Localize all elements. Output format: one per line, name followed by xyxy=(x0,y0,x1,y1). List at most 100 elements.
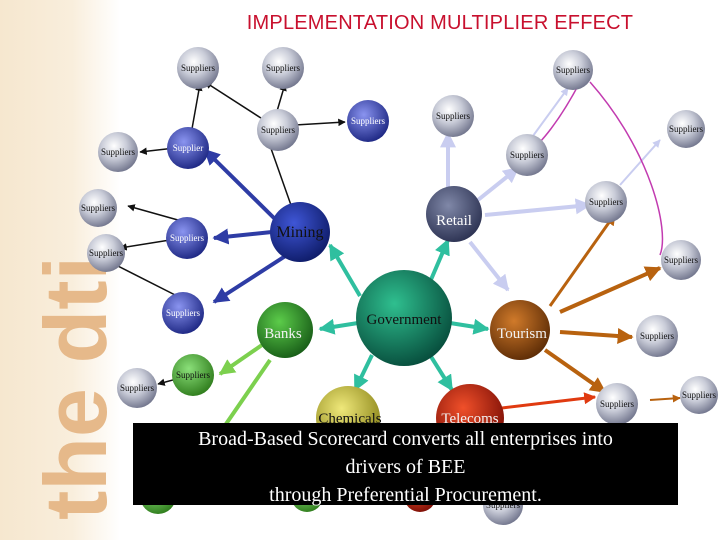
caption-box: Broad-Based Scorecard converts all enter… xyxy=(133,423,678,506)
retail-supplier-lav-2 xyxy=(476,166,520,202)
retail-supplier-lav-5 xyxy=(529,87,569,141)
supplier-label: Suppliers xyxy=(120,383,154,393)
supplier-bubble: Suppliers xyxy=(636,315,678,357)
supplier-label: Suppliers xyxy=(436,111,470,121)
brand-wordmark: the dti xyxy=(26,256,125,520)
supplier-label: Suppliers xyxy=(486,500,520,510)
supplier-bubble-shape xyxy=(585,181,627,223)
supplier-link-6 xyxy=(127,204,186,223)
caption-line-2: drivers of BEE xyxy=(345,456,466,478)
supplier-label: Suppliers xyxy=(266,63,300,73)
retail-supplier-lav-4 xyxy=(468,240,510,292)
supplier-bubble: Suppliers xyxy=(162,292,204,334)
supplier-bubble: Suppliers xyxy=(177,47,219,89)
mining-supplier-blue-1 xyxy=(203,148,280,224)
supplier-bubble: Suppliers xyxy=(596,383,638,425)
hub-banks: Banks xyxy=(257,302,313,358)
supplier-label: Suppliers xyxy=(664,255,698,265)
brand-logo: the dti xyxy=(26,256,125,520)
svg-text:Retail: Retail xyxy=(436,213,472,229)
supplier-bubble: Suppliers xyxy=(432,95,474,137)
supplier-bubble: Suppliers xyxy=(172,354,214,396)
supplier-bubble: Suppliers xyxy=(661,240,701,280)
supplier-bubble: Suppliers xyxy=(98,132,138,172)
tourism-supplier-2 xyxy=(559,328,634,344)
telecoms-supplier-1 xyxy=(501,392,597,410)
hub-tourism: Tourism xyxy=(490,300,550,360)
supplier-label: Suppliers xyxy=(589,197,623,207)
supplier-bubble: Suppliers xyxy=(79,189,117,227)
gov-retail-arrow xyxy=(428,238,450,283)
hub-mining: Mining xyxy=(270,202,330,262)
page-title: IMPLEMENTATION MULTIPLIER EFFECT xyxy=(246,12,634,34)
supplier-bubble-shape xyxy=(636,315,678,357)
supplier-label: Suppliers xyxy=(261,125,295,135)
supplier-label: Suppliers xyxy=(176,370,210,380)
supplier-link-7 xyxy=(119,239,171,251)
supplier-label: Suppliers xyxy=(81,203,115,213)
supplier-bubble: Suppliers xyxy=(680,376,718,414)
supplier-bubble: Suppliers xyxy=(506,134,548,176)
gov-tourism-arrow xyxy=(449,318,490,335)
gov-chemicals-arrow xyxy=(353,354,374,392)
supplier-bubble-shape xyxy=(98,132,138,172)
gov-banks-arrow xyxy=(318,318,359,335)
curve-link-1 xyxy=(589,81,664,256)
supplier-label: Suppliers xyxy=(101,147,135,157)
supplier-bubble: Suppliers xyxy=(117,368,157,408)
retail-supplier-lav-6 xyxy=(619,139,661,186)
supplier-bubble-shape xyxy=(661,240,701,280)
gov-mining-arrow xyxy=(328,243,362,298)
supplier-label: Supplier xyxy=(173,143,204,153)
mining-supplier-blue-3 xyxy=(212,253,289,304)
supplier-link-3 xyxy=(294,118,346,127)
mining-supplier-arrow xyxy=(266,139,293,209)
tourism-supplier-3 xyxy=(543,348,607,394)
supplier-bubble: Suppliers xyxy=(667,110,705,148)
supplier-bubble-shape xyxy=(79,189,117,227)
supplier-label: Suppliers xyxy=(669,124,703,134)
supplier-label: Suppliers xyxy=(640,331,674,341)
supplier-link-8 xyxy=(109,261,186,301)
svg-text:Mining: Mining xyxy=(276,224,323,241)
supplier-bubble: Supplier xyxy=(167,127,209,169)
supplier-bubble-shape xyxy=(87,234,125,272)
supplier-bubble-shape xyxy=(117,368,157,408)
supplier-label: Suppliers xyxy=(682,390,716,400)
supplier-bubble-shape xyxy=(262,47,304,89)
tourism-supplier-1 xyxy=(559,266,662,314)
supplier-label: Suppliers xyxy=(89,248,123,258)
hub-government: Government xyxy=(356,270,452,366)
supplier-bubble-shape xyxy=(172,354,214,396)
svg-text:Banks: Banks xyxy=(264,326,302,342)
mining-supplier-blue-2 xyxy=(212,228,273,245)
supplier-bubble: Suppliers xyxy=(262,47,304,89)
supplier-bubble-shape xyxy=(167,127,209,169)
supplier-bubble-shape xyxy=(506,134,548,176)
supplier-label: Suppliers xyxy=(510,150,544,160)
supplier-link-1 xyxy=(204,81,265,121)
supplier-bubble: Suppliers xyxy=(87,234,125,272)
supplier-label: Suppliers xyxy=(166,308,200,318)
caption-line-3: through Preferential Procurement. xyxy=(269,484,542,506)
gov-telecoms-arrow xyxy=(428,353,454,392)
supplier-bubble-shape xyxy=(680,376,718,414)
supplier-bubble-shape xyxy=(162,292,204,334)
supplier-bubble: Suppliers xyxy=(553,50,593,90)
supplier-label: Suppliers xyxy=(600,399,634,409)
supplier-bubble-shape xyxy=(667,110,705,148)
supplier-label: Suppliers xyxy=(170,233,204,243)
supplier-bubble-shape xyxy=(553,50,593,90)
supplier-label: Suppliers xyxy=(556,65,590,75)
supplier-label: Suppliers xyxy=(351,116,385,126)
caption-line-1: Broad-Based Scorecard converts all enter… xyxy=(198,428,613,450)
supplier-bubble-shape xyxy=(166,217,208,259)
svg-text:Government: Government xyxy=(367,312,443,328)
supplier-bubble: Suppliers xyxy=(585,181,627,223)
supplier-bubble-shape xyxy=(177,47,219,89)
tourism-supplier-4 xyxy=(548,213,617,307)
hub-retail: Retail xyxy=(426,186,482,242)
supplier-bubble: Suppliers xyxy=(347,100,389,142)
